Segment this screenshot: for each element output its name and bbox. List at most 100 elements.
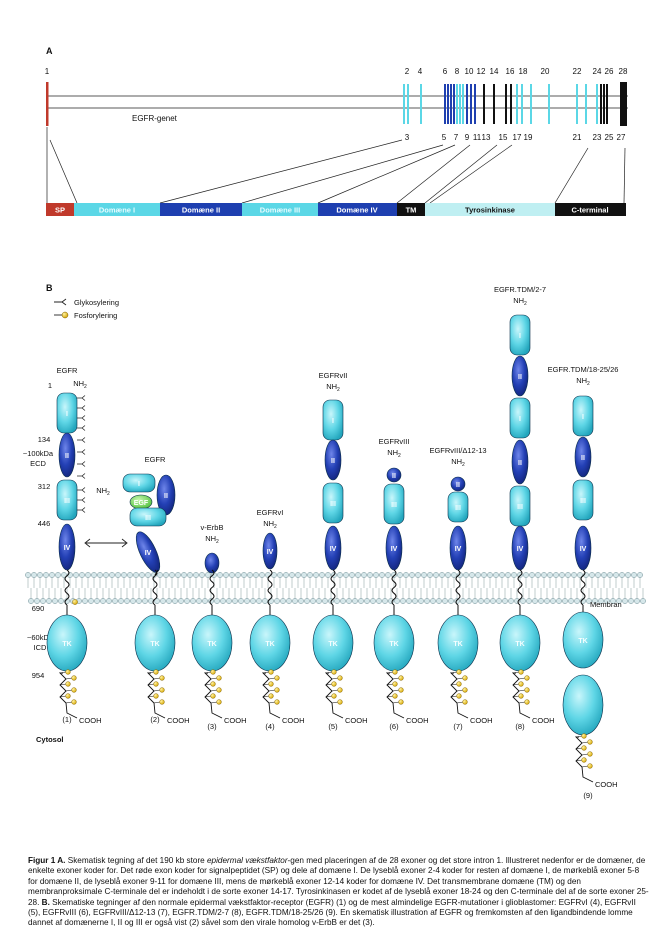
phosphorylation-site [72,599,78,605]
panel-b-label: B [46,283,53,293]
phosphorylation-site [159,675,165,681]
phosphorylation-site [331,669,337,675]
domain-label: IV [330,546,337,553]
variant-number: (8) [515,722,525,731]
nh2-label: NH2 [387,448,401,459]
caption-italic: epidermal vækstfaktor [207,856,288,865]
domain-iii-label: Domæne III [260,206,300,215]
membrane-label: Membran [590,600,622,609]
phosphorylation-site [65,681,71,687]
domain-iv [204,552,220,574]
exon-number-top: 22 [573,67,582,76]
domain-i [122,473,156,493]
phosphorylation-site [268,681,274,687]
phosphorylation-site [462,675,468,681]
domain-label: IV [267,549,274,556]
exon-number-bottom: 15 [499,133,508,142]
domain-label: III [580,498,586,505]
variant-title: EGFRvIII/Δ12-13 [429,446,486,455]
pos-446: 446 [38,519,51,528]
mapping-lines [46,127,626,204]
exon-2 [403,84,405,124]
phosphorylation-site [456,681,462,687]
transmembrane-segment [391,569,397,606]
phosphorylation-site [71,687,77,693]
phosphorylation-site [587,763,593,769]
cooh-label: COOH [224,716,247,725]
glycosylation-icon [77,395,86,401]
phospho-legend-icon [61,311,69,319]
phosphorylation-site [216,699,222,705]
phosphorylation-site [456,693,462,699]
ecd-label-1: ~100kDa [23,449,54,458]
exon-19 [516,84,518,124]
domain-ii [324,439,342,481]
gene-bar [46,82,628,126]
variant-number: (4) [265,722,275,731]
pos-954: 954 [32,671,45,680]
nh2-label: NH2 [263,519,277,530]
exon-number-bottom: 11 [473,133,482,142]
exon-28 [620,82,627,126]
exon-5 [444,84,446,124]
phosphorylation-site [462,699,468,705]
exon-22 [548,84,550,124]
domain-i [572,395,594,437]
exon-number-top: 10 [465,67,474,76]
equilibrium-arrow [84,538,128,548]
phosphorylation-site [153,681,159,687]
domain-label: III [391,502,397,509]
glycosylation-icon [77,487,86,493]
domain-ii-label: Domæne II [182,206,220,215]
exon-number-top: 18 [519,67,528,76]
variant-title: EGFR [57,366,78,375]
variant-number: (6) [389,722,399,731]
exon-4 [420,84,422,124]
ecd-label-2: ECD [30,459,46,468]
domain-label: I [519,333,521,340]
exon-number-top: 12 [477,67,486,76]
domain-label: I [582,414,584,421]
glycosylation-icon [77,405,86,411]
exon-6 [447,84,449,124]
exon-7 [450,84,452,124]
domain-label: TK [207,641,216,648]
exon-16 [493,84,495,124]
phosphorylation-site [462,687,468,693]
domain-i [509,314,531,356]
domain-ii [574,436,592,478]
exon-number-top: 1 [45,67,50,76]
exon-number-top: 8 [455,67,460,76]
glyco-legend-icon [54,298,67,306]
pos-1: 1 [48,381,52,390]
glycosylation-icon [77,461,86,467]
tk-domain-duplicate [562,674,604,736]
domain-label: TK [515,641,524,648]
phosphorylation-site [518,681,524,687]
exon-number-top: 26 [605,67,614,76]
phosphorylation-site [268,693,274,699]
domain-label: III [330,501,336,508]
exon-number-top: 28 [619,67,628,76]
phosphorylation-site [71,675,77,681]
domain-label: TK [265,641,274,648]
phosphorylation-site [71,699,77,705]
exon-number-bottom: 21 [573,133,582,142]
exon-13 [470,84,472,124]
domain-label: II [581,455,585,462]
exon-number-top: 20 [541,67,550,76]
nh2-label: NH2 [513,296,527,307]
domain-label: I [519,416,521,423]
figure-caption: Figur 1 A. Skematisk tegning af det 190 … [28,856,650,929]
exon-number-top: 24 [593,67,602,76]
exon-28 [606,84,608,124]
phosphorylation-site [524,675,530,681]
domain-label: IV [64,545,71,552]
receptor-variants: EGFRNH2IIIIIIIVTKCOOH(1)EGFRNH2IIIEGFIII… [46,285,618,800]
